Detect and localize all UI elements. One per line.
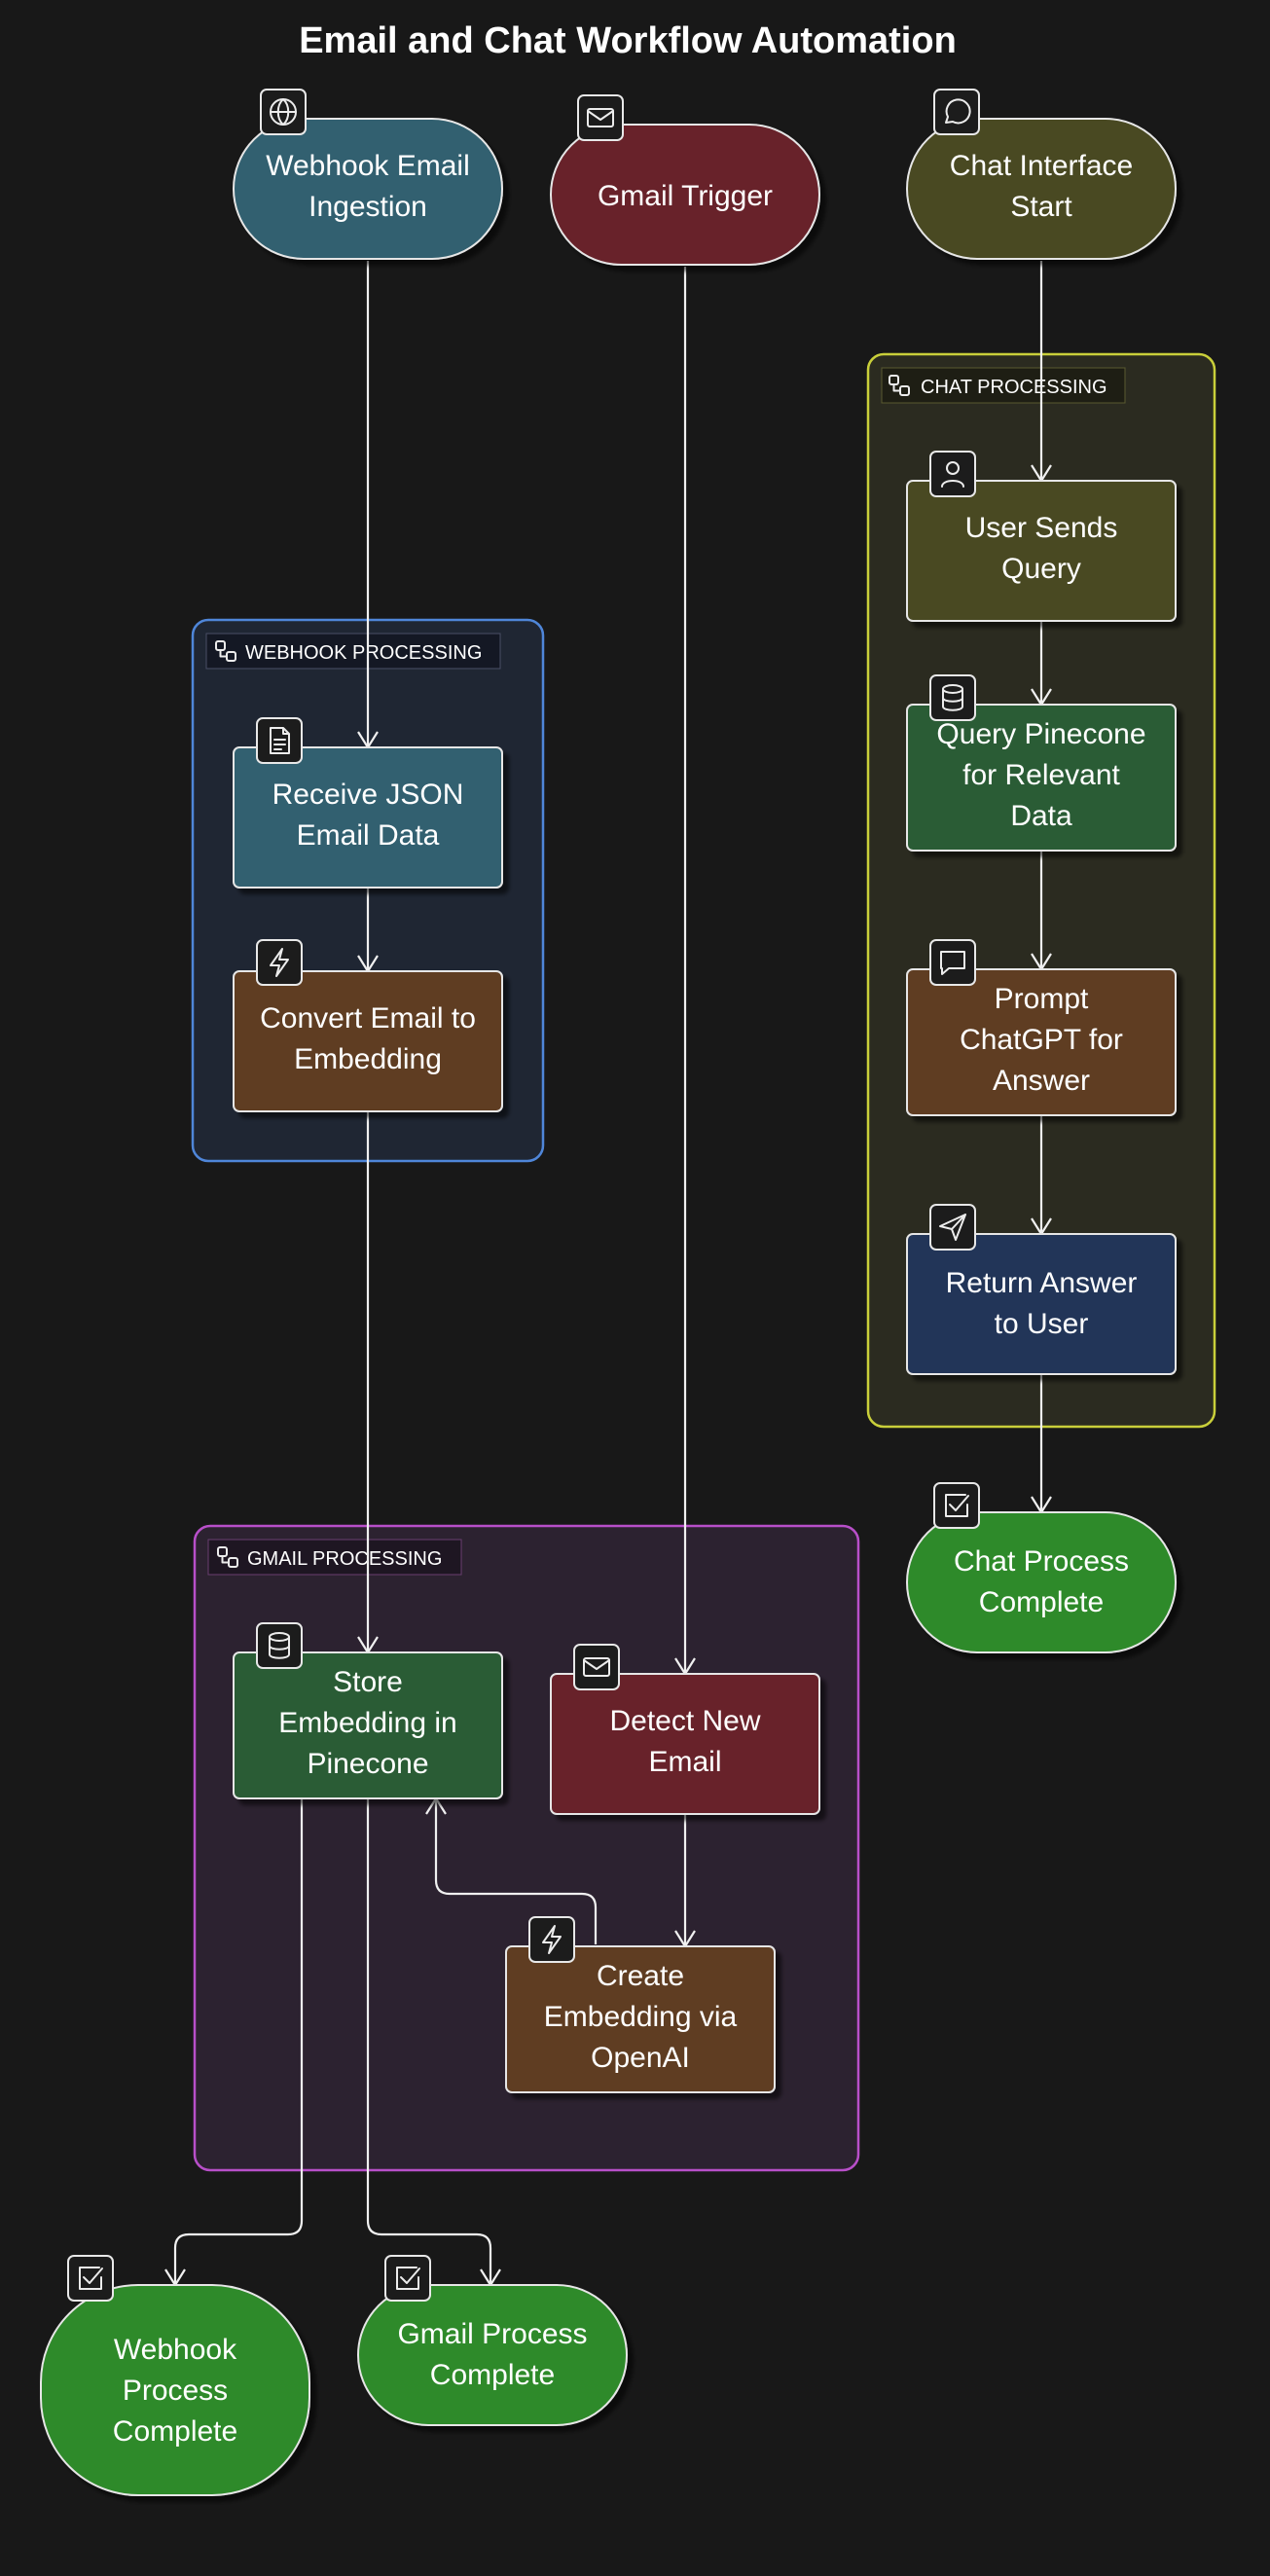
node-label-line: Complete — [113, 2415, 237, 2448]
group-webhook-label: WEBHOOK PROCESSING — [245, 642, 482, 664]
node-label-line: Embedding via — [544, 2001, 738, 2033]
node-label-line: Webhook — [114, 2334, 237, 2366]
check-square-icon — [67, 2255, 114, 2302]
node-label-line: Answer — [993, 1065, 1090, 1097]
node-label-line: Chat Process — [954, 1545, 1129, 1578]
mail-icon — [573, 1644, 620, 1690]
chat-bubble-icon — [933, 89, 980, 135]
node-label-line: for Relevant — [962, 759, 1120, 791]
send-icon — [929, 1204, 976, 1251]
group-webhook-label-box — [205, 633, 501, 670]
node-label-line: Create — [597, 1960, 684, 1992]
node-label-line: ChatGPT for — [960, 1024, 1123, 1056]
node-label-line: Return Answer — [946, 1267, 1138, 1299]
group-chat-icon — [889, 375, 910, 396]
node-label-line: Email — [648, 1746, 721, 1778]
user-icon — [929, 451, 976, 497]
node-label-line: Receive JSON — [272, 779, 464, 811]
svg-text:Gmail Trigger: Gmail Trigger — [598, 180, 773, 212]
node-label-line: Start — [1010, 191, 1072, 223]
edge-store-to-gmail-complete — [366, 1798, 492, 2283]
group-gmail-icon — [217, 1546, 238, 1568]
node-label-line: Gmail Trigger — [598, 180, 773, 212]
node-label-line: Convert Email to — [260, 1002, 476, 1034]
node-label-line: Complete — [979, 1586, 1104, 1618]
group-gmail-label-box — [207, 1539, 462, 1576]
node-return-answer: Return Answer to User — [906, 1204, 1177, 1375]
node-label-line: User Sends — [965, 512, 1118, 544]
diagram-title: Email and Chat Workflow Automation — [299, 20, 957, 61]
node-gmail-trigger: Gmail Trigger — [550, 94, 820, 266]
node-label-line: Store — [333, 1666, 403, 1698]
group-chat-label-box — [881, 367, 1126, 404]
check-square-icon — [384, 2255, 431, 2302]
group-webhook-icon — [215, 640, 236, 662]
node-label-line: Gmail Process — [397, 2318, 587, 2350]
node-label-line: Embedding — [294, 1043, 442, 1075]
edges — [164, 261, 1052, 2288]
lightning-icon — [528, 1916, 575, 1963]
node-receive-json-email-data: Receive JSON Email Data — [233, 717, 503, 889]
node-label-line: to User — [995, 1308, 1089, 1340]
globe-icon — [260, 89, 307, 135]
mail-icon — [577, 94, 624, 141]
node-label-line: Detect New — [609, 1705, 760, 1737]
group-gmail-label: GMAIL PROCESSING — [247, 1548, 442, 1570]
node-label-line: Process — [123, 2375, 228, 2407]
node-label-line: Webhook Email — [266, 150, 470, 182]
edge-store-to-webhook-complete — [173, 1798, 304, 2283]
node-label-line: Email Data — [297, 819, 440, 852]
node-label-line: Pinecone — [307, 1748, 428, 1780]
edge-create-openai-to-store-pinecone — [434, 1800, 598, 1944]
node-label-line: Complete — [430, 2359, 555, 2391]
node-label-line: Ingestion — [308, 191, 427, 223]
node-label-line: Data — [1010, 800, 1072, 832]
chat-bubble-icon — [929, 939, 976, 986]
check-square-icon — [933, 1482, 980, 1529]
node-label-line: Query — [1001, 553, 1081, 585]
node-label-line: Query Pinecone — [936, 718, 1145, 750]
node-label-line: Chat Interface — [950, 150, 1133, 182]
group-chat-label: CHAT PROCESSING — [921, 377, 1107, 398]
lightning-icon — [256, 939, 303, 986]
node-convert-email-to-embedding: Convert Email to Embedding — [233, 939, 503, 1112]
document-icon — [256, 717, 303, 764]
database-icon — [256, 1622, 303, 1669]
node-label-line: Prompt — [995, 983, 1089, 1015]
node-label-line: OpenAI — [591, 2042, 690, 2074]
node-label-line: Embedding in — [278, 1707, 456, 1739]
database-icon — [929, 674, 976, 721]
